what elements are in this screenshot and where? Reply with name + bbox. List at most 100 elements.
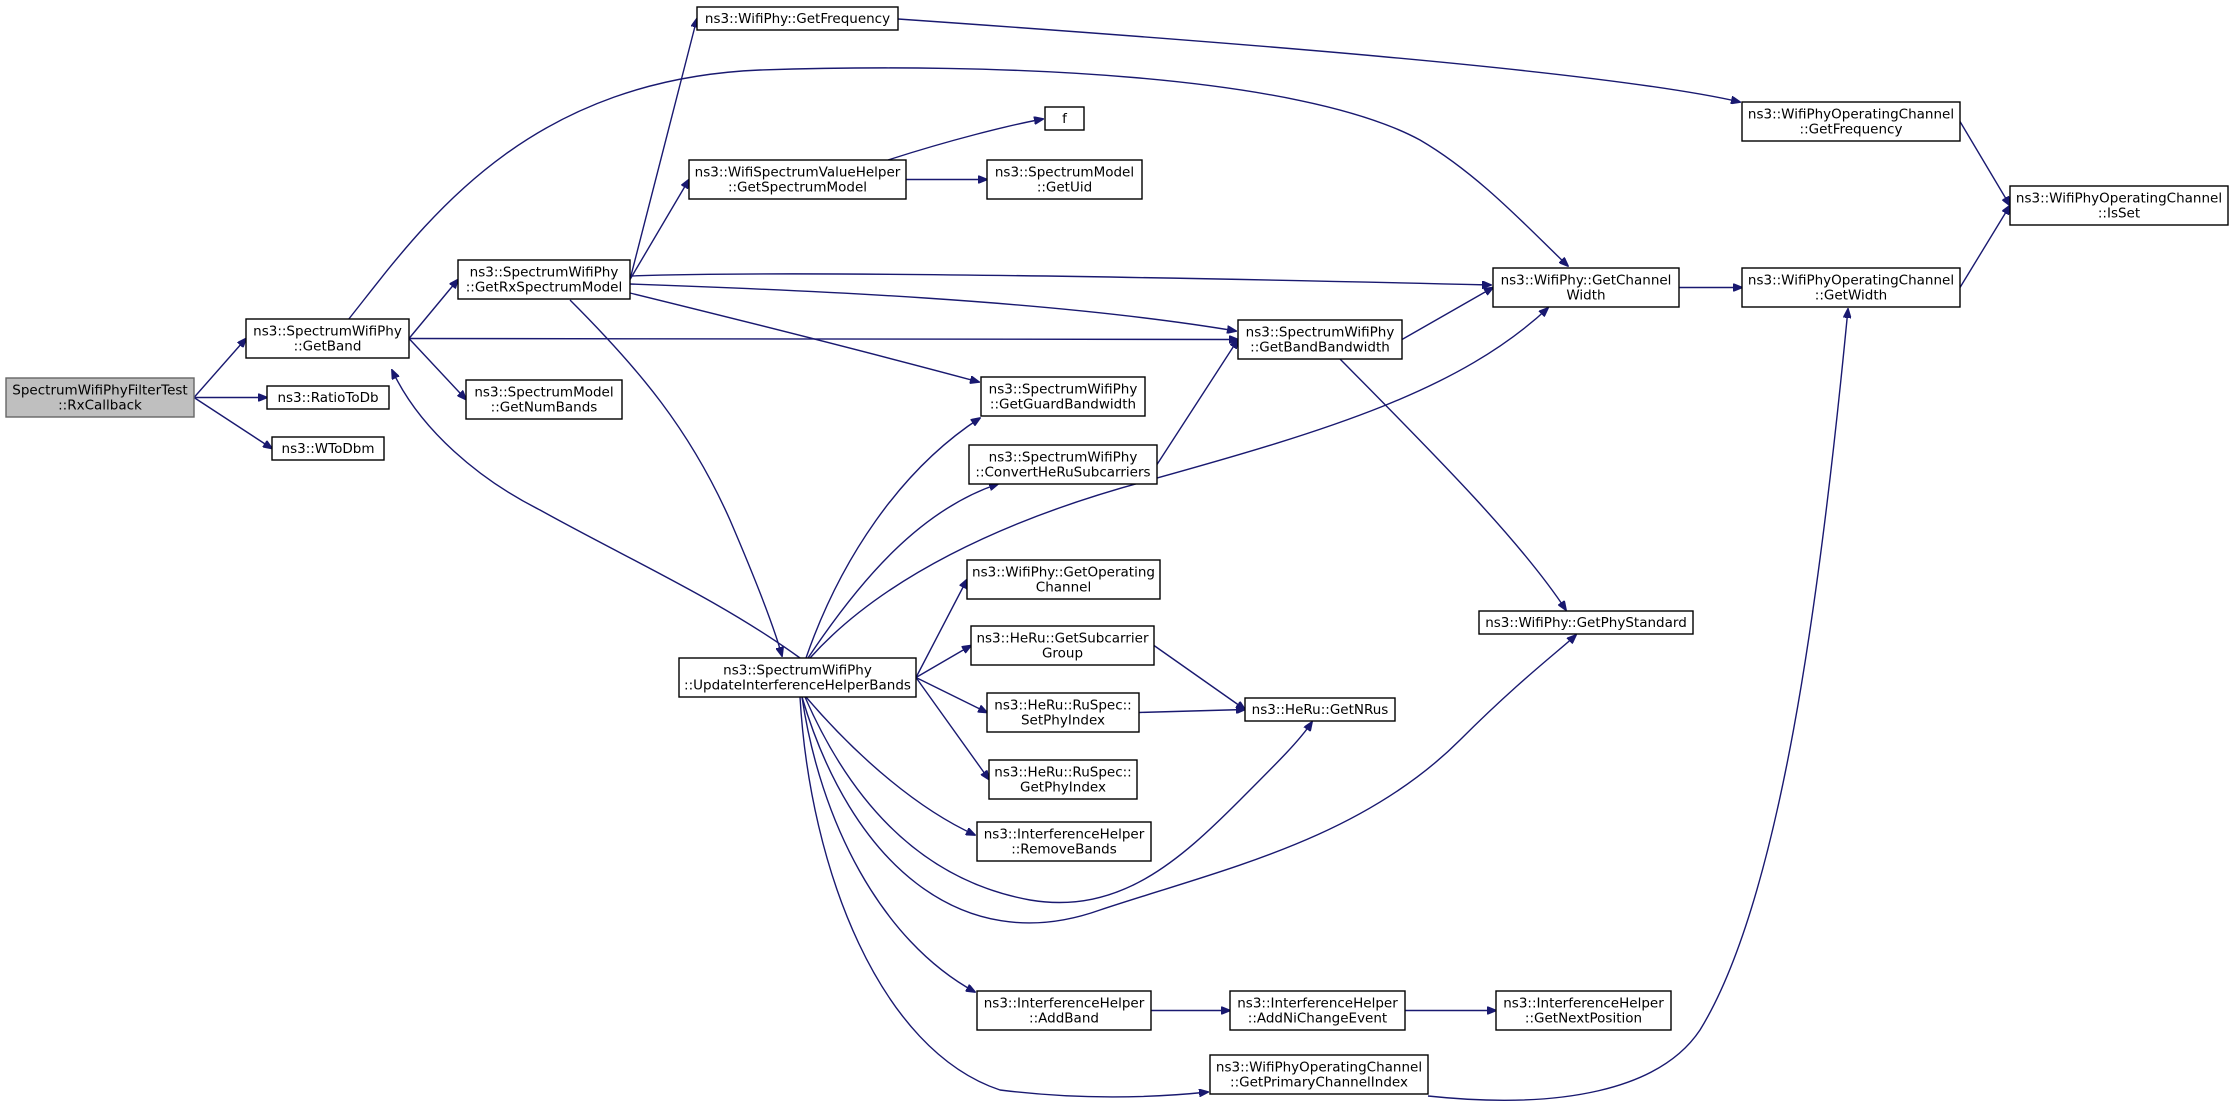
node-getphystandard[interactable]: ns3::WifiPhy::GetPhyStandard [1478,610,1694,635]
node-label-line: ::GetBand [294,339,362,355]
node-getnextposition[interactable]: ns3::InterferenceHelper::GetNextPosition [1495,990,1672,1031]
edge-getrxspectrummodel-to-getguardbandwidth [629,292,979,382]
edge-updateinterference-to-getband [392,370,801,659]
node-label-line: ::GetNextPosition [1525,1011,1642,1027]
node-box [980,376,1146,417]
node-box [1229,990,1406,1031]
node-label-line: ::GetUid [1037,180,1092,196]
edge-getfrequency-to-opfrequency [897,18,1740,102]
node-label-line: ::ConvertHeRuSubcarriers [975,465,1150,481]
node-box [1495,990,1672,1031]
node-getfrequency[interactable]: ns3::WifiPhy::GetFrequency [696,6,899,31]
node-rxcallback[interactable]: SpectrumWifiPhyFilterTest::RxCallback [5,377,195,418]
node-getrxspectrummodel[interactable]: ns3::SpectrumWifiPhy::GetRxSpectrumModel [457,259,631,300]
node-label-line: ns3::HeRu::GetSubcarrier [976,631,1149,647]
node-label-line: ::GetNumBands [491,400,598,416]
node-label-line: ns3::SpectrumWifiPhy [253,324,402,340]
node-box [245,318,410,359]
edge-converthe-to-getbandbandwidth [1156,340,1238,465]
node-box [970,625,1155,666]
node-box [976,990,1152,1031]
node-label-line: ns3::HeRu::GetNRus [1252,702,1389,718]
node-label-line: ::GetGuardBandwidth [990,397,1136,413]
node-label-line: SetPhyIndex [1021,713,1105,729]
edge-getrxspectrummodel-to-getspectrummodel [629,180,689,280]
node-label-line: ::UpdateInterferenceHelperBands [684,678,911,694]
node-wtodbm[interactable]: ns3::WToDbm [271,436,385,461]
node-box [1244,697,1396,722]
edge-getbandbandwidth-to-getphystandard [1339,358,1566,610]
edge-updateinterference-to-getphystandard [801,635,1576,924]
node-getnrus[interactable]: ns3::HeRu::GetNRus [1244,697,1396,722]
node-opfrequency[interactable]: ns3::WifiPhyOperatingChannel::GetFrequen… [1741,101,1961,142]
node-label-line: ns3::WifiPhy::GetChannel [1501,273,1672,289]
edge-updateinterference-to-getoperatingchannel [915,580,967,678]
node-box [1209,1054,1429,1095]
node-label-line: ns3::InterferenceHelper [1237,996,1398,1012]
node-getbandbandwidth[interactable]: ns3::SpectrumWifiPhy::GetBandBandwidth [1237,319,1403,360]
node-getband[interactable]: ns3::SpectrumWifiPhy::GetBand [245,318,410,359]
node-getphyindex[interactable]: ns3::HeRu::RuSpec::GetPhyIndex [988,759,1138,800]
node-f[interactable]: f [1044,106,1085,131]
node-box [688,159,907,200]
node-addband[interactable]: ns3::InterferenceHelper::AddBand [976,990,1152,1031]
node-label-line: ns3::InterferenceHelper [984,996,1145,1012]
node-label-line: Group [1042,646,1083,662]
edge-updateinterference-to-getchannelwidth [809,308,1548,659]
node-getspectrummodel[interactable]: ns3::WifiSpectrumValueHelper::GetSpectru… [688,159,907,200]
node-box [968,444,1158,485]
node-setphyindex[interactable]: ns3::HeRu::RuSpec::SetPhyIndex [986,692,1140,733]
edge-updateinterference-to-getsubcarriergroup [915,646,971,679]
node-getguardbandwidth[interactable]: ns3::SpectrumWifiPhy::GetGuardBandwidth [980,376,1146,417]
node-label-line: ns3::WifiPhy::GetPhyStandard [1485,615,1687,631]
edges-layer [193,18,2010,1101]
node-addnichangeevent[interactable]: ns3::InterferenceHelper::AddNiChangeEven… [1229,990,1406,1031]
node-label-line: ns3::WifiPhyOperatingChannel [1748,273,1954,289]
node-removebands[interactable]: ns3::InterferenceHelper::RemoveBands [976,821,1152,862]
edge-rxcallback-to-getband [193,339,246,398]
node-label-line: ns3::InterferenceHelper [1503,996,1664,1012]
edge-rxcallback-to-wtodbm [193,396,272,449]
node-getprimarychannelindex[interactable]: ns3::WifiPhyOperatingChannel::GetPrimary… [1209,1054,1429,1095]
node-label-line: ns3::HeRu::RuSpec:: [994,765,1131,781]
node-label-line: ns3::WToDbm [282,441,375,457]
node-label-line: SpectrumWifiPhyFilterTest [12,383,187,399]
node-label-line: ns3::SpectrumWifiPhy [723,663,872,679]
node-box [966,559,1161,600]
node-label-line: ::GetFrequency [1800,122,1903,138]
node-label-line: ::GetPrimaryChannelIndex [1230,1075,1408,1091]
node-box [1741,101,1961,142]
node-label-line: ns3::WifiPhyOperatingChannel [1216,1060,1422,1076]
edge-updateinterference-to-getprimarychannelindex [799,696,1208,1098]
node-label-line: ::RxCallback [58,398,142,414]
node-label-line: ns3::SpectrumModel [474,385,613,401]
node-opgetwidth[interactable]: ns3::WifiPhyOperatingChannel::GetWidth [1741,267,1961,308]
edge-updateinterference-to-getphyindex [915,677,989,780]
node-converthe[interactable]: ns3::SpectrumWifiPhy::ConvertHeRuSubcarr… [968,444,1158,485]
edge-getband-to-getbandbandwidth [408,339,1238,340]
node-label-line: ::AddBand [1029,1011,1099,1027]
node-box [696,6,899,31]
edge-updateinterference-to-removebands [805,696,975,835]
edge-getrxspectrummodel-to-getchannelwidth [629,273,1491,285]
edge-updateinterference-to-setphyindex [915,676,987,713]
node-label-line: ns3::WifiPhy::GetOperating [972,565,1155,581]
edge-updateinterference-to-getguardbandwidth [805,418,980,659]
node-ratiotodb[interactable]: ns3::RatioToDb [266,385,390,410]
node-label-line: ::GetWidth [1815,288,1887,304]
node-box [986,692,1140,733]
node-getnumbands[interactable]: ns3::SpectrumModel::GetNumBands [465,379,623,420]
node-updateinterference[interactable]: ns3::SpectrumWifiPhy::UpdateInterference… [678,657,917,698]
node-opisset[interactable]: ns3::WifiPhyOperatingChannel::IsSet [2009,185,2229,226]
edge-getrxspectrummodel-to-getfrequency [629,19,697,280]
node-getuid[interactable]: ns3::SpectrumModel::GetUid [986,159,1143,200]
node-label-line: GetPhyIndex [1020,780,1106,796]
node-label-line: ::IsSet [2098,206,2140,222]
edge-opgetwidth-to-opisset [1959,206,2010,288]
edge-opfrequency-to-opisset [1959,121,2010,206]
node-box [976,821,1152,862]
